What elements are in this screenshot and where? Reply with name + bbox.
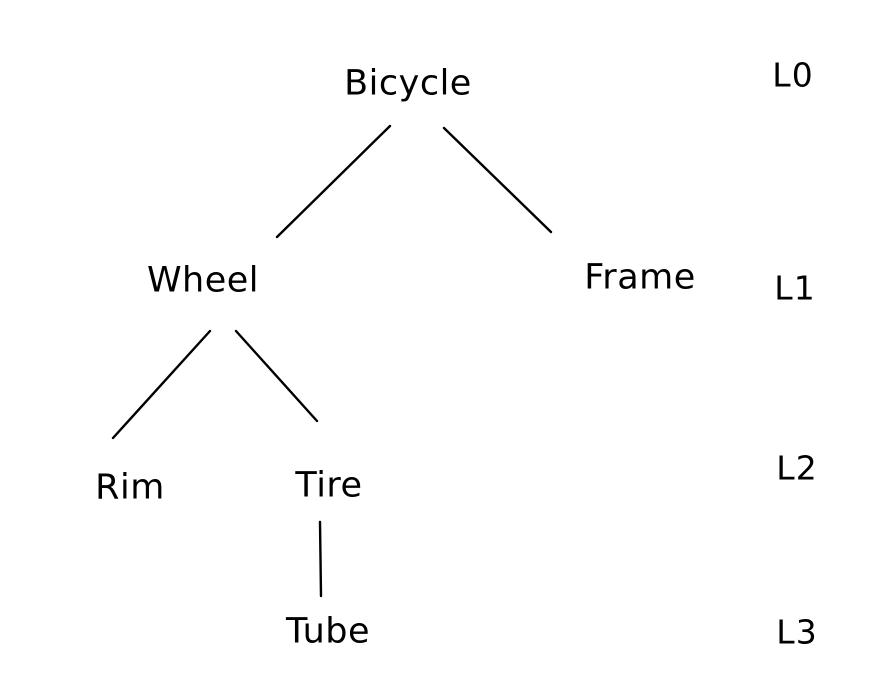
level-label-l0: L0 — [772, 55, 814, 95]
node-bicycle[interactable]: Bicycle — [344, 63, 472, 104]
edge-tire-tube — [318, 520, 323, 598]
node-rim[interactable]: Rim — [95, 467, 165, 508]
edge-bicycle-wheel — [275, 124, 392, 239]
level-label-l3: L3 — [776, 612, 818, 652]
node-tire[interactable]: Tire — [295, 465, 363, 506]
node-frame[interactable]: Frame — [584, 257, 696, 298]
node-tube[interactable]: Tube — [286, 611, 370, 652]
edge-wheel-tire — [234, 329, 319, 423]
level-label-l1: L1 — [774, 268, 816, 308]
node-wheel[interactable]: Wheel — [146, 260, 260, 301]
edge-wheel-rim — [111, 329, 212, 440]
edge-bicycle-frame — [442, 126, 553, 234]
level-label-l2: L2 — [776, 448, 818, 488]
